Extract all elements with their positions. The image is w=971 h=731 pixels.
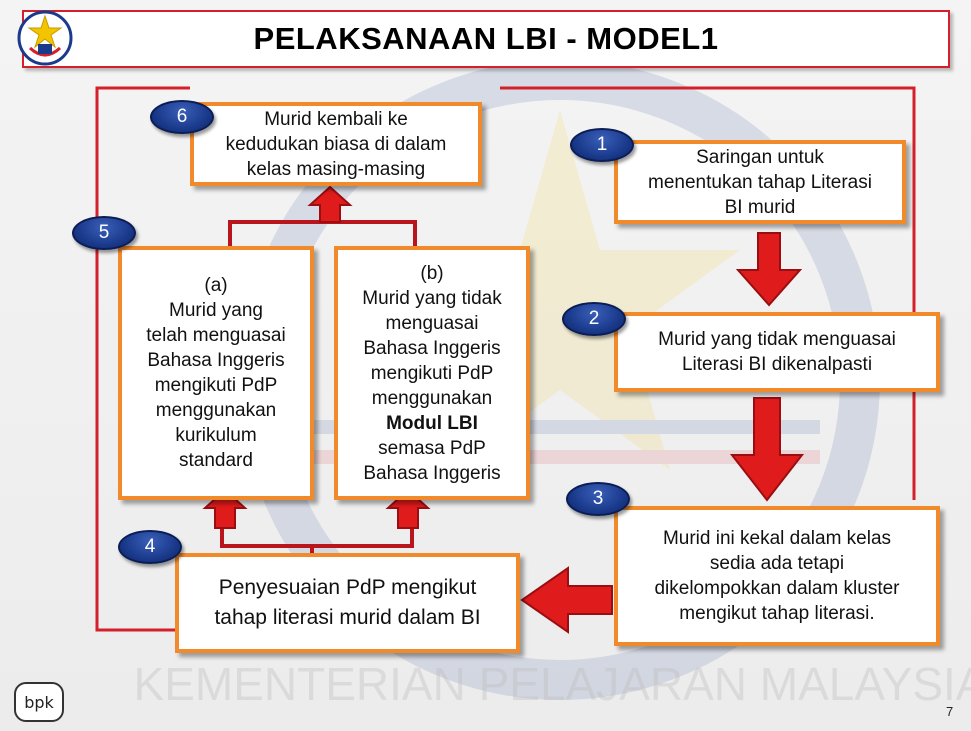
- arrow-left-3-4: [520, 566, 613, 634]
- step-1-line: Saringan untuk: [696, 146, 824, 168]
- step-1-line: menentukan tahap Literasi: [648, 171, 872, 193]
- step-5b-line: (b): [420, 262, 444, 284]
- title-bar: PELAKSANAAN LBI - MODEL1: [22, 10, 950, 68]
- step-5b-line: menggunakan: [371, 387, 493, 409]
- step-5b-line: Bahasa Inggeris: [363, 337, 501, 359]
- step-1-box: Saringan untuk menentukan tahap Literasi…: [614, 140, 906, 224]
- step-3-line: Murid ini kekal dalam kelas: [662, 528, 892, 549]
- step-5-badge: 5: [72, 216, 136, 250]
- step-6-line: Murid kembali ke: [264, 108, 408, 130]
- step-5a-line: menggunakan: [155, 400, 277, 421]
- step-3-line: mengikut tahap literasi.: [679, 603, 875, 624]
- arrow-down-2-3: [729, 397, 805, 502]
- step-5a-line: mengikuti PdP: [154, 375, 278, 396]
- step-3-badge: 3: [566, 482, 630, 516]
- step-5a-line: kurikulum: [175, 425, 257, 446]
- step-5b-line: menguasai: [385, 312, 479, 334]
- step-5b-line: mengikuti PdP: [370, 362, 494, 384]
- step-4-box: Penyesuaian PdP mengikut tahap literasi …: [175, 553, 520, 653]
- arrow-up-to-6: [307, 185, 353, 223]
- step-5a-line: Murid yang: [169, 300, 263, 321]
- step-2-line: Murid yang tidak menguasai: [658, 329, 896, 350]
- arrow-down-1-2: [735, 232, 803, 307]
- step-5a-line: Bahasa Inggeris: [147, 350, 285, 371]
- step-2-line: Literasi BI dikenalpasti: [681, 354, 873, 375]
- step-5b-line-bold: Modul LBI: [386, 412, 478, 434]
- step-3-line: dikelompokkan dalam kluster: [654, 578, 900, 599]
- step-5b-line: Bahasa Inggeris: [363, 462, 501, 484]
- step-5a-line: telah menguasai: [146, 325, 286, 346]
- step-5a-line: standard: [179, 450, 253, 471]
- step-5b-line: Murid yang tidak: [362, 287, 502, 309]
- step-2-box: Murid yang tidak menguasai Literasi BI d…: [614, 312, 940, 392]
- page-number: 7: [946, 704, 954, 719]
- connector-5-6: [228, 220, 417, 248]
- page-title: PELAKSANAAN LBI - MODEL1: [253, 21, 719, 56]
- step-1-line: BI murid: [724, 196, 796, 218]
- step-2-badge: 2: [562, 302, 626, 336]
- step-3-line: sedia ada tetapi: [709, 553, 845, 574]
- step-5a-line: (a): [204, 275, 228, 296]
- ministry-logo-icon: [17, 10, 73, 66]
- step-4-line: tahap literasi murid dalam BI: [214, 606, 481, 629]
- step-5b-box: (b) Murid yang tidak menguasai Bahasa In…: [334, 246, 530, 500]
- step-1-badge: 1: [570, 128, 634, 162]
- bpk-logo: bpk: [14, 682, 64, 722]
- step-5b-line: semasa PdP: [378, 437, 486, 459]
- step-6-line: kelas masing-masing: [246, 158, 426, 180]
- step-6-box: Murid kembali ke kedudukan biasa di dala…: [190, 102, 482, 186]
- step-6-badge: 6: [150, 100, 214, 134]
- step-6-line: kedudukan biasa di dalam: [225, 133, 447, 155]
- step-3-box: Murid ini kekal dalam kelas sedia ada te…: [614, 506, 940, 646]
- watermark-text: KEMENTERIAN PELAJARAN MALAYSIA: [134, 658, 971, 710]
- step-5a-box: (a) Murid yang telah menguasai Bahasa In…: [118, 246, 314, 500]
- step-4-line: Penyesuaian PdP mengikut: [218, 576, 477, 599]
- step-4-badge: 4: [118, 530, 182, 564]
